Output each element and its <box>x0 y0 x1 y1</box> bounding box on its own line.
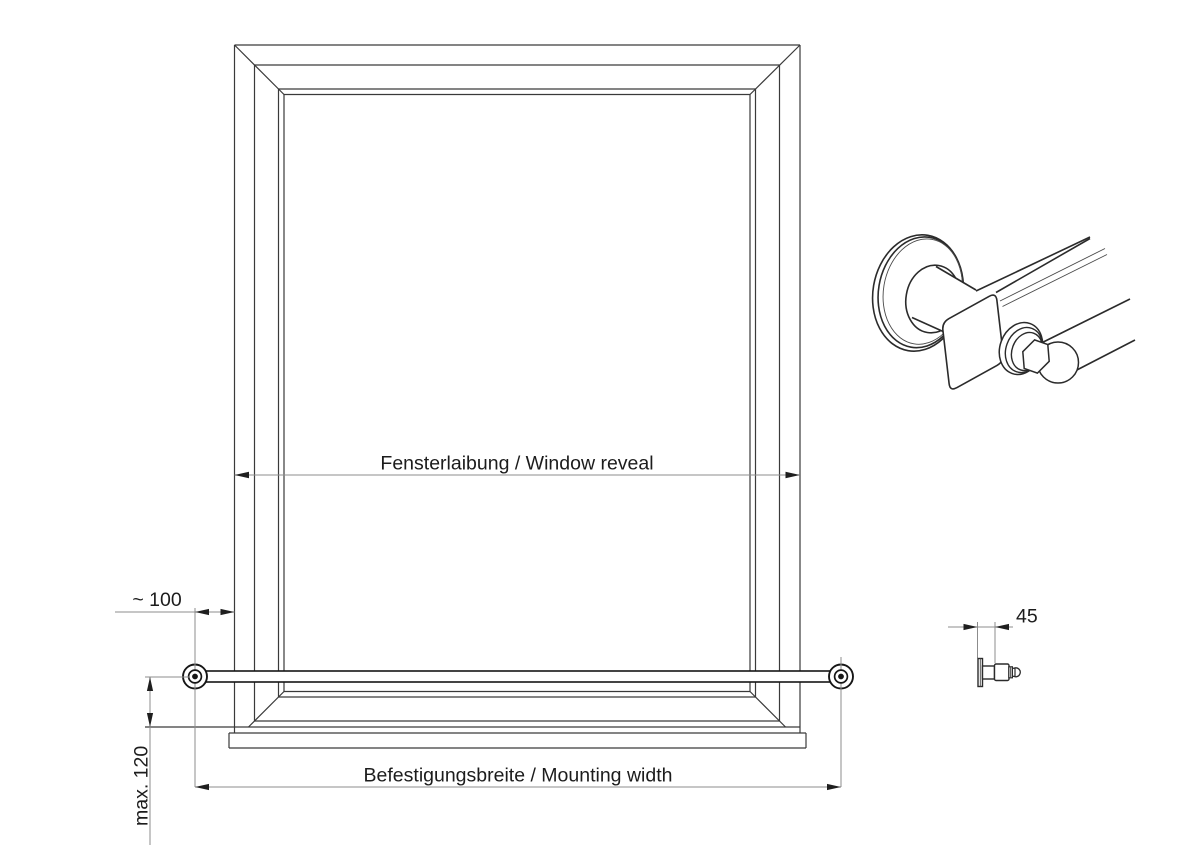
block-end-face <box>941 294 1005 390</box>
window-frame <box>145 44 801 728</box>
offset-arrow-right <box>220 608 235 616</box>
right-mount <box>828 657 854 787</box>
offset-arrow-left <box>195 608 209 616</box>
max-distance-value: max. 120 <box>131 746 153 826</box>
rod-bar <box>194 670 842 683</box>
bracket-side-view: 45 <box>948 606 1038 688</box>
bracket-3d-view <box>871 234 1136 390</box>
mitre-top-left <box>234 44 285 95</box>
max-dist-arrow-down <box>146 713 154 727</box>
dimension-bracket-depth: 45 <box>948 606 1038 663</box>
depth-arrow-left <box>963 623 978 631</box>
dimension-mounting-width: Befestigungsbreite / Mounting width <box>195 765 841 791</box>
side-view-part <box>977 657 1021 688</box>
mounting-arrow-right <box>827 783 841 791</box>
left-mount-screw <box>192 673 198 680</box>
mounting-arrow-left <box>195 783 209 791</box>
window-sill <box>228 727 807 749</box>
max-dist-arrow-up <box>146 677 154 691</box>
bracket-depth-value: 45 <box>1016 606 1038 628</box>
rod-front-top-edge <box>995 237 1091 294</box>
side-neck <box>981 665 996 680</box>
rod-bottom-edge <box>1072 339 1136 373</box>
neck-top-edge <box>935 265 977 291</box>
knob-hex-nut <box>1022 339 1050 374</box>
side-knob-collar <box>1011 667 1016 677</box>
depth-arrow-right <box>995 623 1009 631</box>
right-mount-screw <box>838 673 844 680</box>
window-reveal-label: Fensterlaibung / Window reveal <box>380 453 653 475</box>
dimension-side-offset: ~ 100 <box>115 589 235 616</box>
dimension-max-distance: max. 120 <box>131 676 190 845</box>
mitre-bottom-left <box>248 691 285 728</box>
dimension-window-reveal: Fensterlaibung / Window reveal <box>234 453 800 479</box>
rod-highlight-line-2 <box>1002 254 1108 307</box>
mitre-bottom-right <box>749 691 786 728</box>
reveal-arrow-left <box>234 471 249 479</box>
side-block <box>993 663 1010 682</box>
left-mount <box>182 608 208 787</box>
mounting-width-label: Befestigungsbreite / Mounting width <box>364 765 673 787</box>
side-offset-value: ~ 100 <box>132 589 181 611</box>
mitre-top-right <box>749 44 801 95</box>
mounting-rod <box>182 608 854 787</box>
reveal-arrow-right <box>785 471 800 479</box>
rod-highlight-line-1 <box>999 248 1106 302</box>
locking-knob <box>998 321 1080 384</box>
rod-back-top-edge <box>975 236 1091 292</box>
